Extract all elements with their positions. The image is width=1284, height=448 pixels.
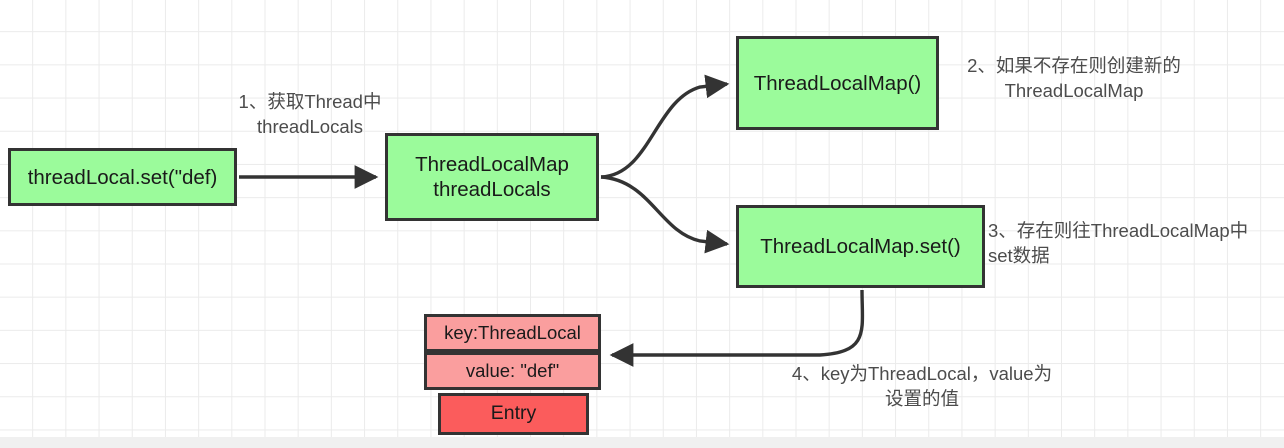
node-threadlocal-set[interactable]: threadLocal.set("def) [8,148,237,206]
edge-map-set-to-entry [609,289,865,367]
entry-key-cell[interactable]: key:ThreadLocal [424,314,601,352]
node-threadlocals-map[interactable]: ThreadLocalMap threadLocals [385,133,599,221]
edge-threadlocals-to-map-ctor [600,74,730,179]
node-threadlocalmap-set[interactable]: ThreadLocalMap.set() [736,205,985,288]
diagram-edges [239,74,865,367]
bottom-strip [0,437,1284,448]
annotation-step-2: 2、如果不存在则创建新的 ThreadLocalMap [967,55,1181,101]
edge-threadlocals-to-map-set [600,175,730,254]
entry-label-cell[interactable]: Entry [438,393,589,435]
diagram-canvas: threadLocal.set("def) ThreadLocalMap thr… [0,0,1284,437]
annotation-step-4: 4、key为ThreadLocal，value为 设置的值 [791,363,1053,409]
node-threadlocalmap-constructor[interactable]: ThreadLocalMap() [736,36,939,130]
entry-value-cell[interactable]: value: "def" [424,352,601,390]
annotation-step-3: 3、存在则往ThreadLocalMap中 set数据 [988,220,1249,266]
annotation-step-1: 1、获取Thread中 threadLocals [238,91,382,137]
